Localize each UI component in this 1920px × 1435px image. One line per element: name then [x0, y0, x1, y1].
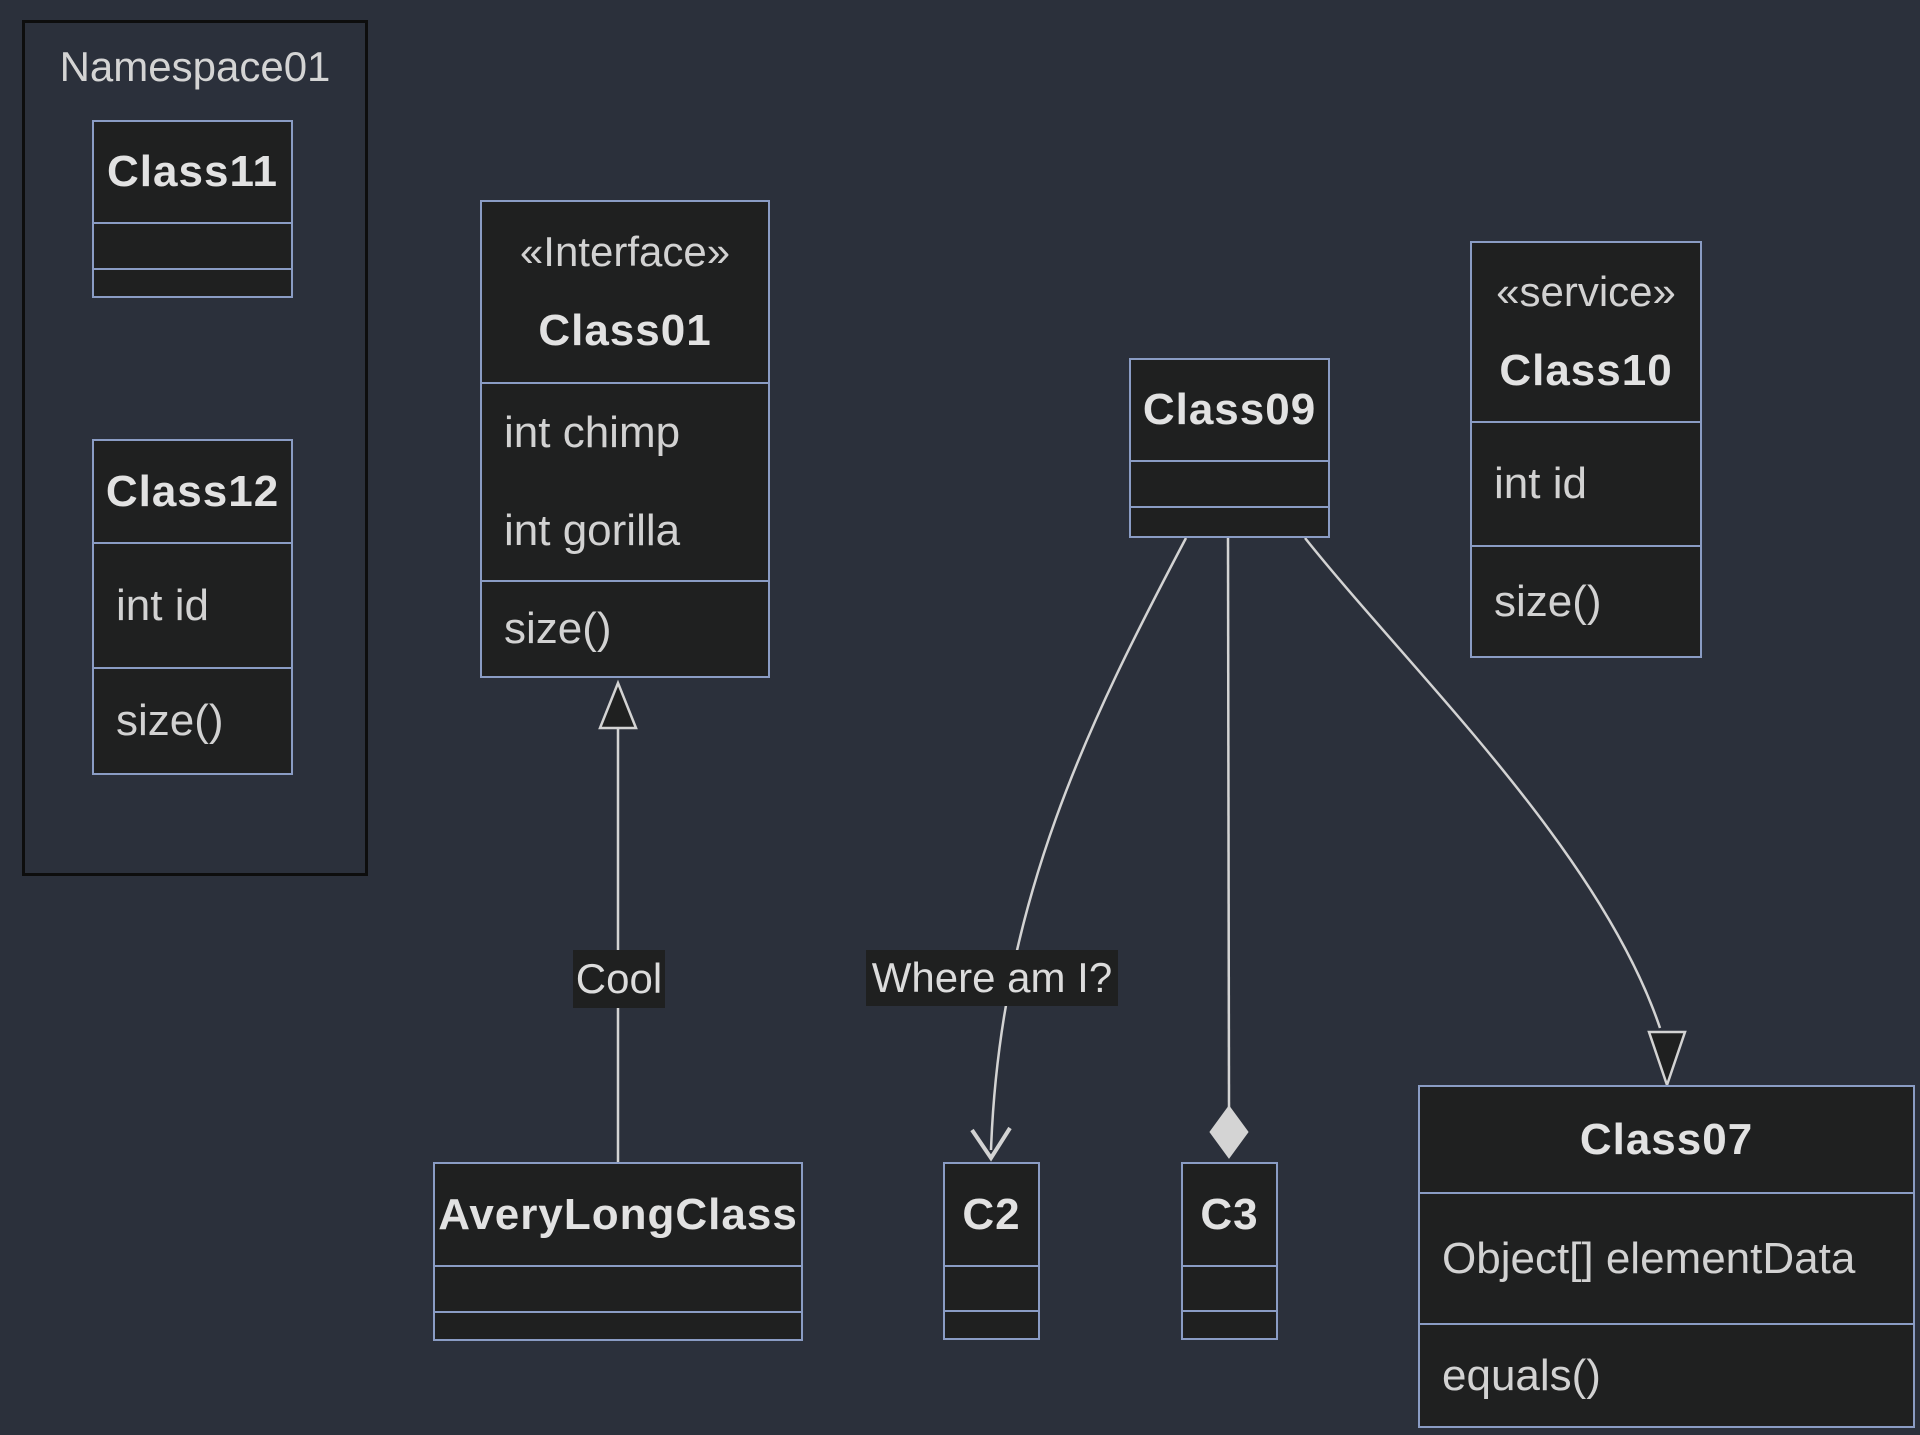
- class-node-averylongclass: AveryLongClass: [433, 1162, 803, 1341]
- inheritance-triangle-icon-class01: [598, 679, 638, 730]
- class12-method: size(): [94, 667, 291, 773]
- class-node-c3: C3: [1181, 1162, 1278, 1340]
- class12-header: Class12: [94, 441, 291, 542]
- c3-title: C3: [1200, 1189, 1259, 1239]
- class07-attribute: Object[] elementData: [1420, 1192, 1913, 1323]
- edge-class09-c2: [989, 537, 1188, 1151]
- c2-title: C2: [962, 1189, 1021, 1239]
- class01-method: size(): [482, 580, 768, 676]
- class-node-class01: «Interface» Class01 int chimp int gorill…: [480, 200, 770, 678]
- open-arrowhead-icon-c2: [970, 1126, 1012, 1162]
- class12-attribute: int id: [94, 542, 291, 667]
- c2-header: C2: [945, 1164, 1038, 1265]
- c2-methods-compartment: [945, 1310, 1038, 1338]
- class10-stereotype: «service»: [1496, 268, 1676, 315]
- c2-attributes-compartment: [945, 1265, 1038, 1310]
- class10-method: size(): [1472, 545, 1700, 656]
- c3-header: C3: [1183, 1164, 1276, 1265]
- composition-diamond-icon-c3: [1209, 1105, 1249, 1159]
- class-node-class07: Class07 Object[] elementData equals(): [1418, 1085, 1915, 1428]
- class-node-class11: Class11: [92, 120, 293, 298]
- class-node-class12: Class12 int id size(): [92, 439, 293, 775]
- class01-header: «Interface» Class01: [482, 202, 768, 382]
- class10-attribute: int id: [1472, 421, 1700, 545]
- class07-header: Class07: [1420, 1087, 1913, 1192]
- c3-attributes-compartment: [1183, 1265, 1276, 1310]
- class01-stereotype: «Interface»: [519, 228, 731, 275]
- namespace-container: Namespace01: [22, 20, 368, 876]
- class09-attributes-compartment: [1131, 460, 1328, 506]
- class09-methods-compartment: [1131, 506, 1328, 536]
- class12-title: Class12: [105, 466, 280, 516]
- class11-title: Class11: [107, 147, 278, 196]
- class01-attribute: int chimp: [504, 408, 681, 457]
- namespace-title: Namespace01: [59, 43, 331, 90]
- averylongclass-attributes-compartment: [435, 1265, 801, 1311]
- class11-header: Class11: [94, 122, 291, 222]
- class-node-class10: «service» Class10 int id size(): [1470, 241, 1702, 658]
- class07-title: Class07: [1579, 1114, 1754, 1164]
- class11-methods-compartment: [94, 268, 291, 296]
- inheritance-triangle-icon-class07: [1647, 1030, 1687, 1089]
- class01-title: Class01: [538, 306, 712, 355]
- class-node-c2: C2: [943, 1162, 1040, 1340]
- edge-label-where-am-i: Where am I?: [866, 950, 1118, 1006]
- class-node-class09: Class09: [1129, 358, 1330, 538]
- averylongclass-title: AveryLongClass: [438, 1189, 798, 1239]
- class01-attributes-compartment: int chimp int gorilla: [482, 382, 768, 580]
- class01-attribute: int gorilla: [504, 506, 681, 555]
- class09-header: Class09: [1131, 360, 1328, 460]
- class11-attributes-compartment: [94, 222, 291, 268]
- class10-title: Class10: [1499, 346, 1673, 395]
- c3-methods-compartment: [1183, 1310, 1276, 1338]
- edge-class09-c3: [1226, 537, 1231, 1109]
- class09-title: Class09: [1142, 385, 1317, 434]
- edge-class09-class07: [1304, 537, 1662, 1029]
- averylongclass-header: AveryLongClass: [435, 1164, 801, 1265]
- class10-header: «service» Class10: [1472, 243, 1700, 421]
- edge-label-cool: Cool: [573, 950, 665, 1008]
- averylongclass-methods-compartment: [435, 1311, 801, 1339]
- class07-method: equals(): [1420, 1323, 1913, 1426]
